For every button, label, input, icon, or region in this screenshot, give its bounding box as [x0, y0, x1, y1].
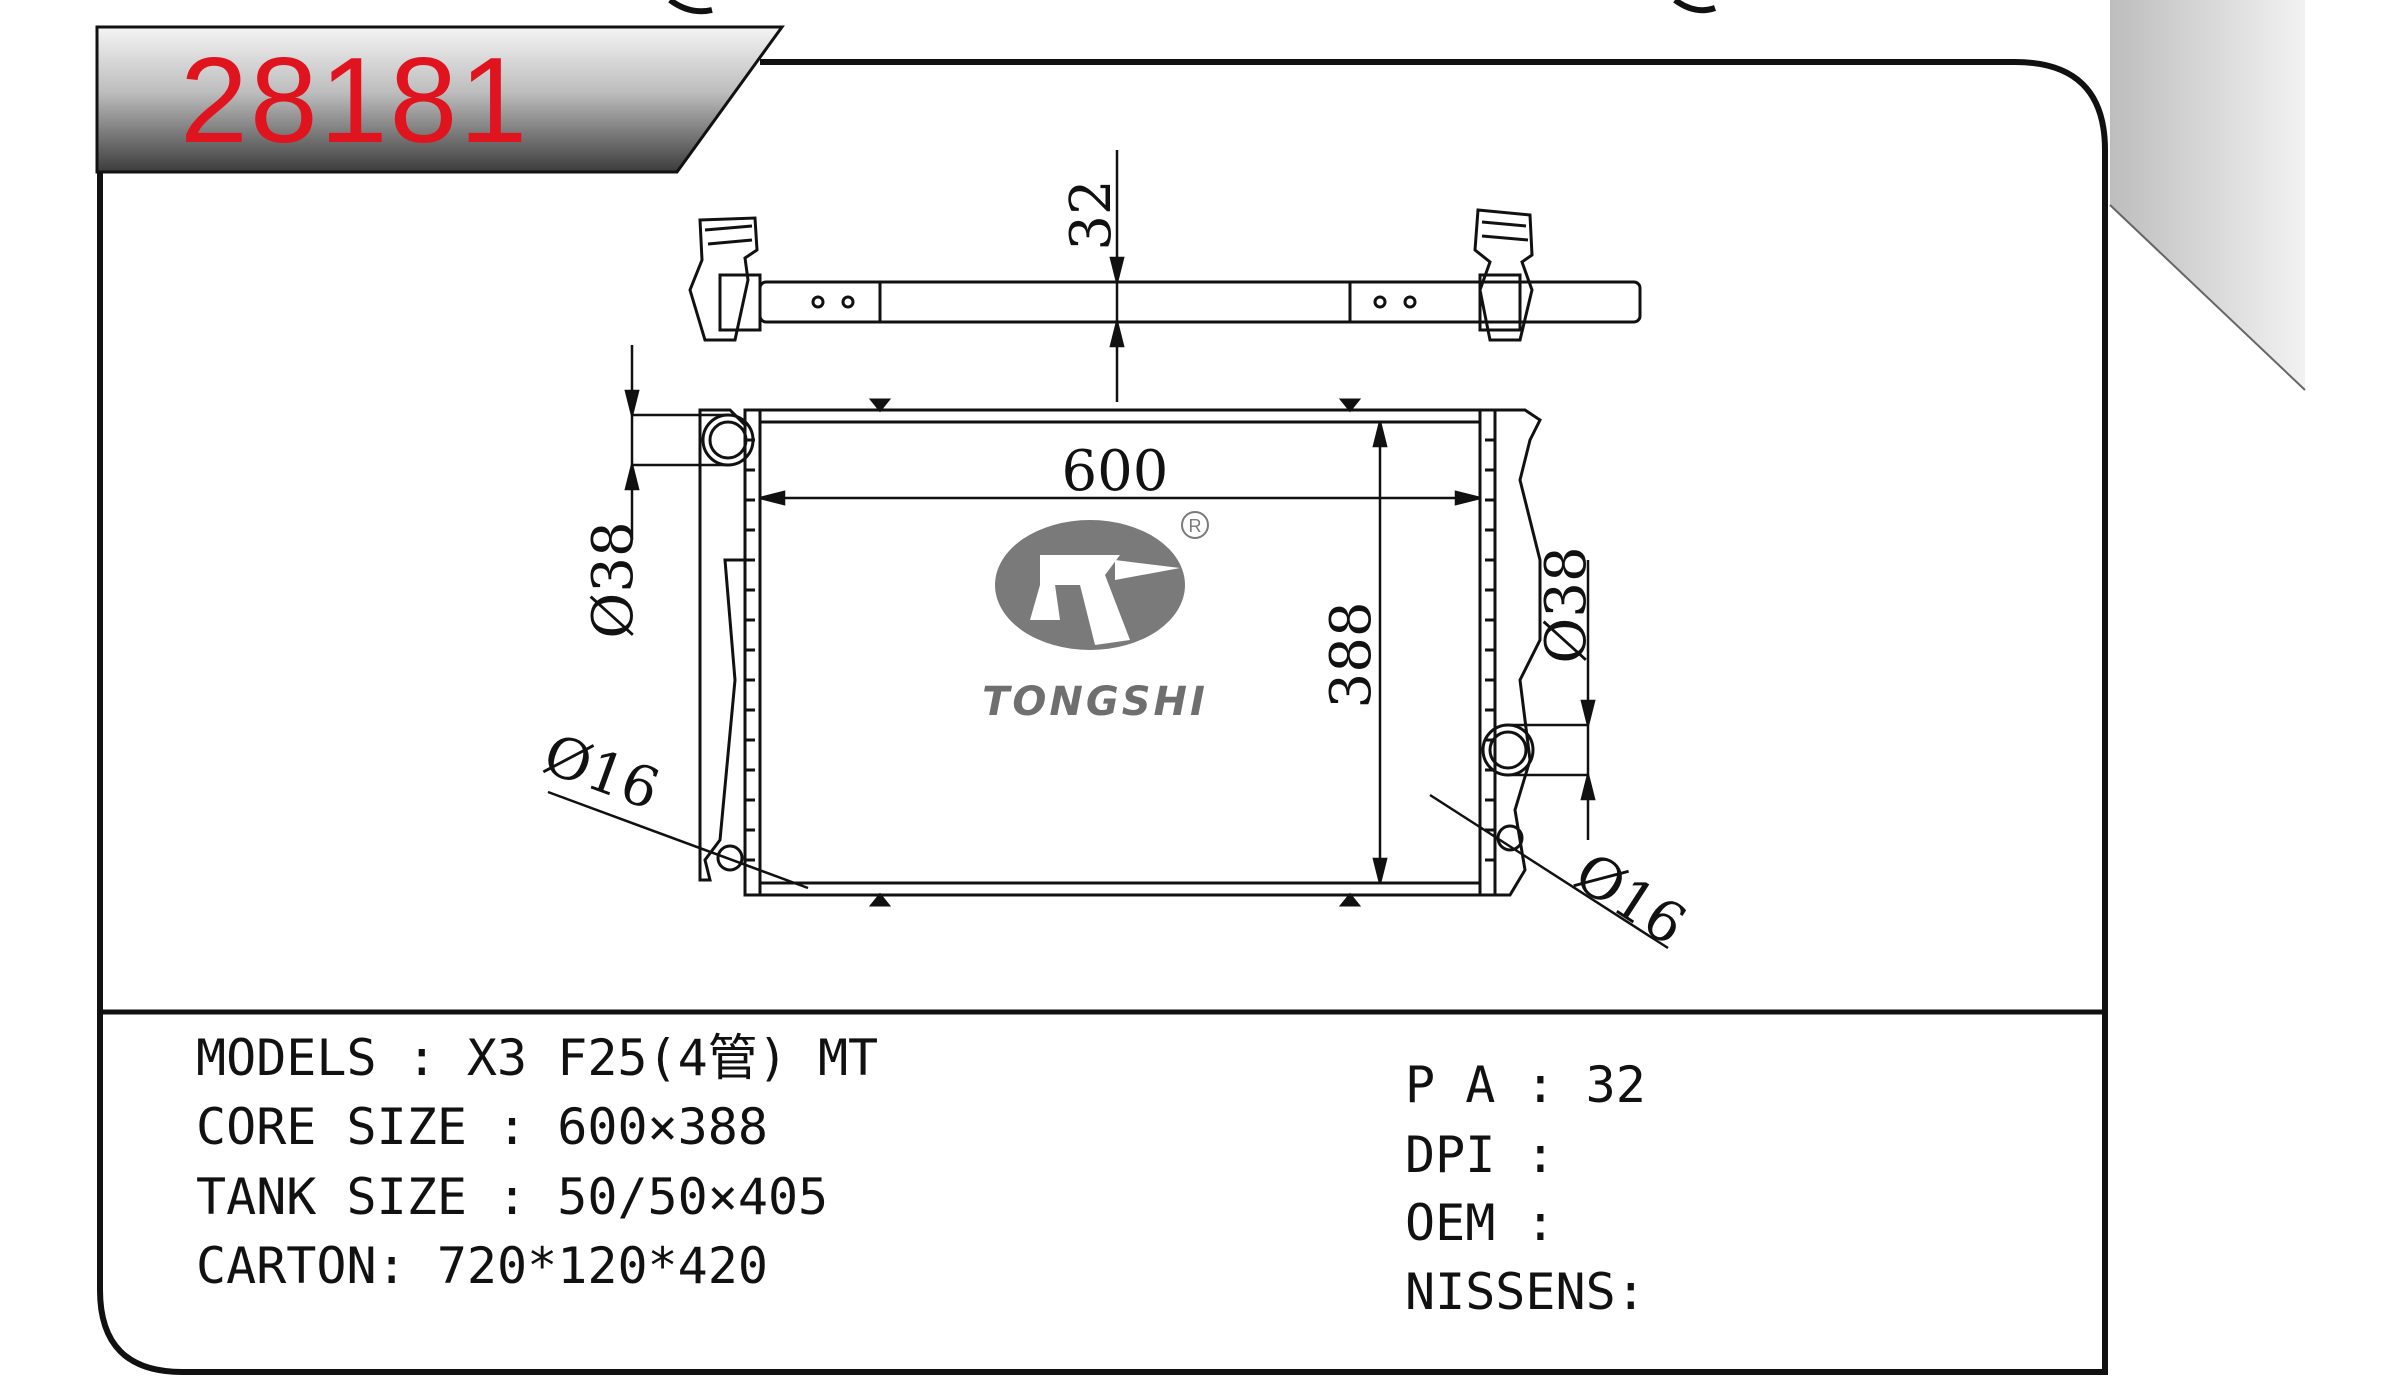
dimension-lines: [547, 150, 1669, 950]
spec-label: MODELS: [196, 1029, 407, 1087]
dim-left-pipe: Ø38: [581, 521, 646, 638]
sheet-border: [97, 59, 2108, 1375]
dim-top-bracket: 32: [1059, 179, 1124, 250]
spec-label: NISSENS: [1405, 1263, 1616, 1321]
tank-ticks: [745, 438, 1495, 862]
spec-carton: CARTON: 720*120*420: [196, 1236, 768, 1296]
brand-name: TONGSHI: [982, 679, 1208, 725]
spec-label: OEM: [1405, 1194, 1526, 1252]
spec-oem: OEM :: [1405, 1193, 1556, 1253]
brand-logo: R TONGSHI: [982, 511, 1209, 725]
spec-value: :: [1615, 1263, 1646, 1321]
spec-value: : X3 F25(4管) MT: [406, 1029, 879, 1087]
spec-value: :: [1525, 1126, 1556, 1184]
dim-left-small-pipe: Ø16: [535, 722, 667, 823]
spec-models: MODELS : X3 F25(4管) MT: [196, 1028, 878, 1088]
spec-value: : 600×388: [497, 1098, 768, 1156]
top-bracket: [688, 208, 1642, 342]
dim-core-height: 388: [1319, 602, 1384, 709]
dim-right-small-pipe: Ø16: [1563, 840, 1697, 958]
spec-core-size: CORE SIZE : 600×388: [196, 1097, 768, 1157]
spec-dpi: DPI :: [1405, 1125, 1556, 1185]
decorative-fold: [2109, 0, 2306, 391]
spec-value: : 50/50×405: [497, 1168, 829, 1226]
spec-nissens: NISSENS:: [1405, 1262, 1646, 1322]
spec-label: P A: [1405, 1056, 1526, 1114]
part-number: 28181: [180, 32, 530, 168]
dim-core-width: 600: [1062, 439, 1169, 504]
spec-label: CARTON: [196, 1237, 377, 1295]
spec-value: : 32: [1525, 1056, 1646, 1114]
spec-label: CORE SIZE: [196, 1098, 498, 1156]
registered-mark: R: [1189, 516, 1202, 536]
header-bar: [95, 25, 785, 174]
spec-tank-size: TANK SIZE : 50/50×405: [196, 1167, 828, 1227]
spec-pa: P A : 32: [1405, 1055, 1646, 1115]
spec-label: TANK SIZE: [196, 1168, 498, 1226]
spec-label: DPI: [1405, 1126, 1526, 1184]
dim-right-pipe: Ø38: [1534, 546, 1599, 663]
spec-value: :: [1525, 1194, 1556, 1252]
spec-value: : 720*120*420: [376, 1237, 768, 1295]
